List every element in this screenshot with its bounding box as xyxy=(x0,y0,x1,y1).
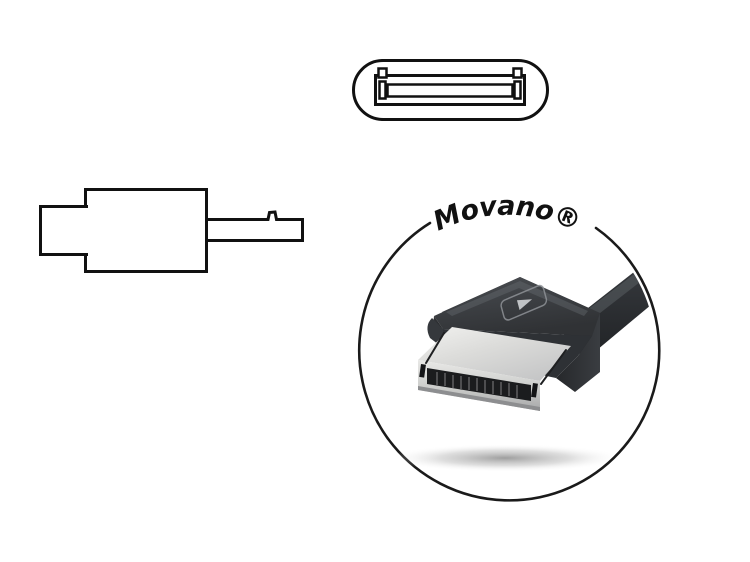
front-view-slot-rect xyxy=(386,83,514,98)
cable-highlight xyxy=(566,230,656,334)
pin-contacts xyxy=(436,372,518,398)
front-view-right-bar xyxy=(513,80,522,100)
metal-connector-tip xyxy=(418,327,571,411)
housing-right-face xyxy=(556,313,600,392)
brand-wordmark-text: Movano® xyxy=(429,191,585,238)
front-view-end-details xyxy=(377,67,523,100)
photo-circle-frame xyxy=(357,221,661,502)
front-view-left-bar xyxy=(378,80,387,100)
badge-triangle xyxy=(516,299,533,310)
side-view-barrel xyxy=(203,210,304,242)
notch-left xyxy=(419,363,426,378)
photo-contents xyxy=(387,228,656,472)
front-view-right-tab xyxy=(512,67,523,79)
side-view-body xyxy=(84,188,208,273)
front-view-slot xyxy=(386,83,514,98)
side-view-tip xyxy=(39,205,88,256)
badge-outline xyxy=(500,284,548,321)
brand-wordmark: Movano® xyxy=(429,191,585,238)
metal-bottom-edge xyxy=(418,386,540,411)
notch-right xyxy=(531,383,538,398)
housing-top-highlight xyxy=(446,281,588,316)
metal-top-face xyxy=(418,327,571,381)
circle-arc-left xyxy=(357,221,661,502)
front-view-left-tab xyxy=(377,67,388,79)
housing-top-slab xyxy=(434,277,600,336)
connector-drop-shadow xyxy=(387,444,623,472)
play-triangle-icon xyxy=(500,284,548,321)
retaining-wires xyxy=(425,332,567,385)
